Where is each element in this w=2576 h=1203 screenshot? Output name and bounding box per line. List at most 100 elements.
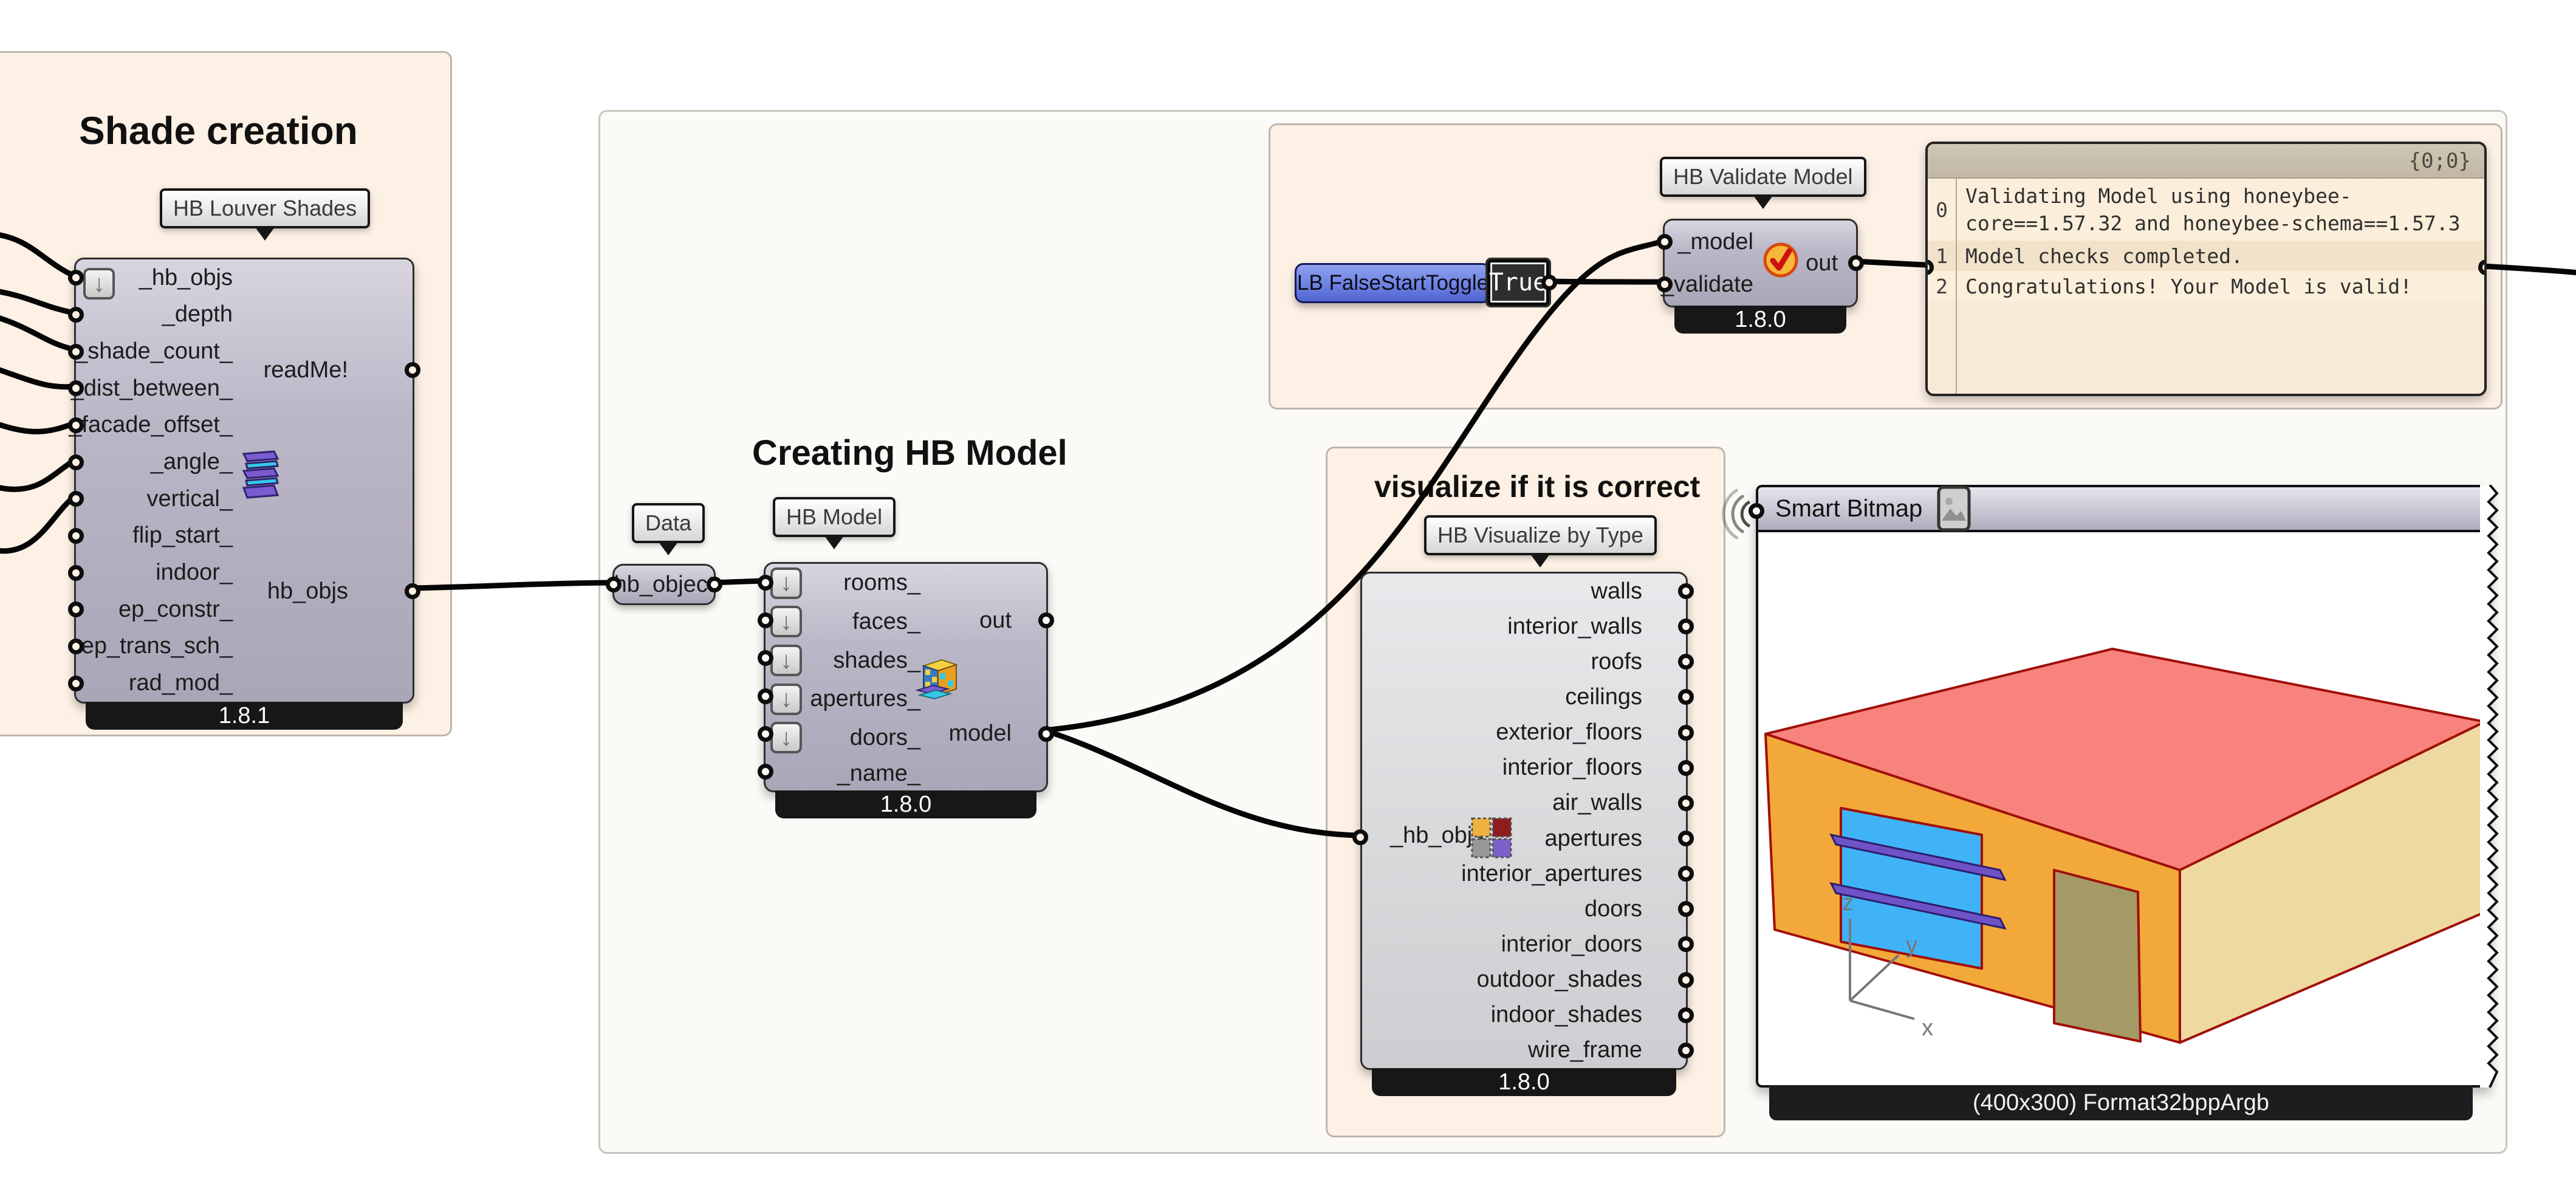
output-socket[interactable] [1678, 724, 1694, 741]
input-socket[interactable] [68, 564, 84, 581]
panel-row: 1 Model checks completed. [1928, 241, 2484, 271]
input-label: vertical_ [146, 485, 233, 512]
visualize-by-type-icon [1471, 817, 1512, 859]
output-socket[interactable] [2478, 259, 2484, 275]
input-socket[interactable] [68, 602, 84, 618]
output-socket[interactable] [1678, 972, 1694, 988]
toggle-label: LB FalseStartToggle [1297, 271, 1489, 295]
output-socket[interactable] [1678, 654, 1694, 670]
expand-input-icon[interactable]: ↓ [83, 268, 115, 300]
wire[interactable] [0, 367, 77, 390]
jagged-edge [2480, 485, 2499, 1088]
component-hb-louver-shades[interactable]: _hb_objs _depth _shade_count_ _dist_betw… [68, 258, 420, 730]
input-socket[interactable] [758, 763, 773, 780]
input-socket[interactable] [606, 577, 622, 592]
component-hb-model[interactable]: ↓rooms_ ↓faces_ ↓shades_ ↓apertures_ ↓do… [758, 562, 1054, 818]
expand-input-icon[interactable]: ↓ [770, 567, 802, 599]
input-socket[interactable] [68, 527, 84, 544]
panel-line-number: 0 [1936, 197, 1948, 222]
input-socket[interactable] [758, 575, 773, 591]
input-socket[interactable] [1657, 276, 1673, 292]
output-socket[interactable] [1678, 1042, 1694, 1058]
output-socket[interactable] [1678, 619, 1694, 635]
output-socket[interactable] [1038, 612, 1054, 629]
param-hb-object[interactable]: hb_object [606, 564, 722, 605]
component-hb-validate-model[interactable]: _model _validate out 1.8.0 [1657, 219, 1864, 334]
output-socket[interactable] [1678, 759, 1694, 776]
input-socket[interactable] [758, 688, 773, 704]
output-socket[interactable] [1678, 689, 1694, 705]
input-socket[interactable] [68, 343, 84, 360]
input-socket[interactable] [68, 306, 84, 323]
panel-line-number: 2 [1936, 274, 1948, 298]
input-socket[interactable] [1928, 259, 1934, 275]
smart-bitmap-viewer[interactable]: Smart Bitmap [1722, 485, 2499, 1120]
expand-input-icon[interactable]: ↓ [770, 606, 802, 638]
input-label: faces_ [852, 608, 920, 634]
input-socket[interactable] [68, 638, 84, 654]
input-label: apertures_ [810, 686, 920, 712]
axis-x-label: x [1922, 1015, 1933, 1041]
input-socket[interactable] [68, 454, 84, 470]
wire[interactable] [0, 420, 77, 434]
image-icon [1937, 485, 1971, 532]
input-socket[interactable] [68, 417, 84, 433]
output-socket[interactable] [1678, 795, 1694, 811]
toggle-value[interactable]: True [1485, 258, 1557, 307]
input-label: _shade_count_ [75, 338, 233, 365]
wire[interactable] [1041, 727, 1363, 838]
output-socket[interactable] [405, 583, 420, 599]
output-socket[interactable] [1678, 831, 1694, 847]
input-socket[interactable] [68, 270, 84, 286]
output-socket[interactable] [405, 362, 420, 378]
input-socket[interactable] [758, 650, 773, 667]
component-hb-visualize-by-type[interactable]: walls interior_walls roofs ceilings exte… [1352, 572, 1694, 1096]
panel-line-text: Model checks completed. [1965, 244, 2243, 268]
wire[interactable] [0, 289, 77, 316]
wire[interactable] [1851, 258, 1928, 268]
bitmap-3d-preview: z y x [1764, 648, 2487, 1044]
wire[interactable] [1544, 278, 1666, 285]
expand-input-icon[interactable]: ↓ [770, 683, 802, 715]
output-socket[interactable] [1038, 725, 1054, 742]
input-socket[interactable] [1749, 503, 1764, 519]
output-socket[interactable] [1678, 583, 1694, 600]
output-socket[interactable] [1678, 936, 1694, 953]
wire[interactable] [2479, 263, 2576, 276]
output-label: hb_objs [267, 578, 348, 604]
input-socket[interactable] [68, 675, 84, 691]
input-socket[interactable] [1352, 829, 1368, 845]
input-socket[interactable] [68, 380, 84, 397]
hb-model-icon [915, 659, 959, 700]
expand-input-icon[interactable]: ↓ [770, 722, 802, 754]
wire[interactable] [0, 315, 77, 352]
output-socket[interactable] [1678, 866, 1694, 882]
boolean-toggle[interactable]: LB FalseStartToggle [1295, 263, 1491, 303]
output-socket[interactable] [1848, 255, 1864, 271]
wire[interactable] [408, 580, 615, 591]
output-panel[interactable]: {0;0} 0 Validating Model using honeybee-… [1925, 142, 2487, 396]
output-socket[interactable] [1678, 901, 1694, 917]
panel-line-text: Congratulations! Your Model is valid! [1965, 274, 2413, 298]
expand-input-icon[interactable]: ↓ [770, 645, 802, 677]
input-label: shades_ [833, 647, 920, 673]
tag-hb-louver-shades: HB Louver Shades [160, 188, 371, 241]
output-socket[interactable] [707, 577, 722, 592]
wire[interactable] [0, 232, 77, 279]
input-label: _angle_ [150, 449, 233, 475]
output-socket[interactable] [1541, 275, 1557, 290]
input-socket[interactable] [758, 725, 773, 742]
wire[interactable] [0, 494, 77, 554]
input-label: _validate [1660, 271, 1753, 297]
input-socket[interactable] [68, 491, 84, 507]
output-label: indoor_shades [1490, 1002, 1642, 1028]
wire[interactable] [1041, 238, 1666, 733]
input-label: _model [1677, 228, 1753, 255]
input-socket[interactable] [758, 612, 773, 629]
output-socket[interactable] [1678, 1007, 1694, 1023]
input-label: _name_ [837, 761, 920, 787]
smart-bitmap-titlebar[interactable]: Smart Bitmap [1758, 485, 2491, 532]
wire[interactable] [0, 458, 77, 492]
input-socket[interactable] [1657, 234, 1673, 250]
